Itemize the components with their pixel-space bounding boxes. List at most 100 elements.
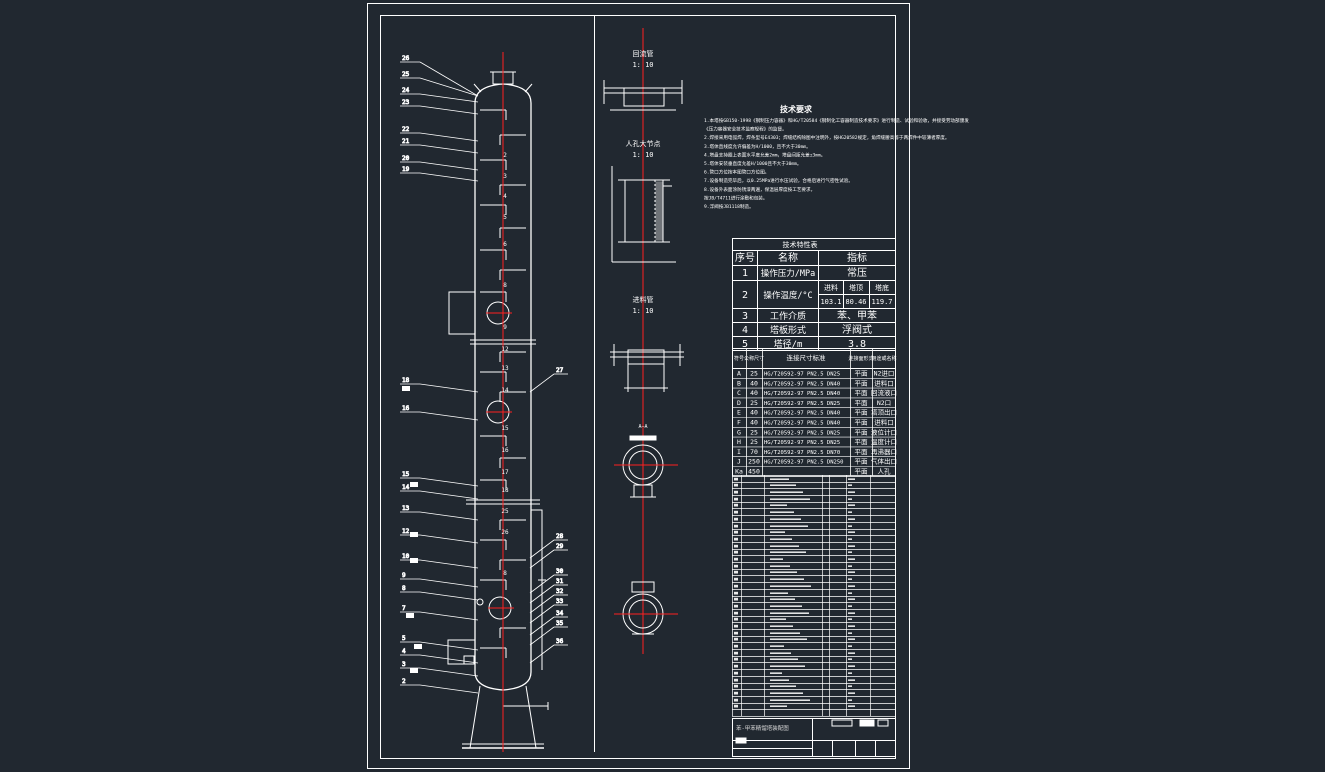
spec-row2-sub2: 塔顶 <box>849 283 863 292</box>
nozzle-cell: 进料口 <box>874 418 894 427</box>
callout-tag <box>406 613 414 618</box>
leader-line <box>419 667 479 677</box>
spec-row3-value: 苯、甲苯 <box>837 309 877 322</box>
leader-line <box>419 93 479 103</box>
parts-entry-mark <box>734 497 738 501</box>
parts-entry-mark <box>734 684 738 688</box>
spec-row4-value: 浮阀式 <box>842 323 872 336</box>
leader-number-left: 23 <box>402 99 410 106</box>
leader-line <box>419 172 479 182</box>
nozzle-cell: Ka <box>735 468 743 476</box>
nozzle-cell: E <box>737 409 741 417</box>
spec-row3-no: 3 <box>742 311 748 322</box>
leader-line <box>529 616 555 636</box>
spec-header-name: 名称 <box>778 251 798 264</box>
spec-row2-name: 操作温度/°C <box>763 290 812 301</box>
nozzle-cell: N2进口 <box>874 370 895 378</box>
spec-row2-val3: 119.7 <box>871 298 892 306</box>
leader-line <box>529 584 555 604</box>
parts-entry-mark <box>734 524 738 528</box>
title-block-caption: 苯-甲苯精馏塔装配图 <box>736 724 789 732</box>
tech-requirements-text: 1.本塔按GB150-1998《钢制压力容器》和HG/T20584《钢制化工容器… <box>704 117 969 210</box>
parts-entry-mark <box>734 678 738 682</box>
leader-line <box>419 654 479 664</box>
callout-tag <box>410 668 418 673</box>
feed-detail-title: 进料管 <box>633 295 654 304</box>
parts-list-table <box>732 475 896 717</box>
spec-header-value: 指标 <box>847 251 867 264</box>
nozzle-cell: J <box>737 458 741 466</box>
leader-line <box>529 574 555 594</box>
leader-line <box>419 132 479 142</box>
tech-requirement-line: 6.管口方位按本图管口方位图。 <box>704 169 769 176</box>
nozzle-cell: HG/T20592-97 PN2.5 DN25 <box>764 440 840 446</box>
stage-label: 25 <box>501 508 509 515</box>
leader-line <box>529 626 555 646</box>
nozzle-cell: 25 <box>750 370 758 378</box>
nozzle-cell: HG/T20592-97 PN2.5 DN25 <box>764 401 840 407</box>
leader-line <box>419 144 479 154</box>
leader-number-left: 3 <box>402 661 406 668</box>
stage-label: 8 <box>503 570 507 577</box>
parts-entry-mark <box>734 483 738 487</box>
nozzle-cell: HG/T20592-97 PN2.5 DN25 <box>764 430 840 436</box>
leader-number-right: 35 <box>556 620 564 627</box>
stage-label: 13 <box>501 365 509 372</box>
tech-requirement-line: 4.塔盘支持圈上表面水平度允差2mm，塔盘间距允差±3mm。 <box>704 151 825 158</box>
stage-label: 3 <box>503 173 507 180</box>
spec-table-title: 技术特性表 <box>783 240 818 249</box>
title-block <box>732 718 896 757</box>
parts-entry-mark <box>734 544 738 548</box>
leader-number-left: 9 <box>402 572 406 579</box>
parts-entry-mark <box>734 591 738 595</box>
outer-border <box>367 3 910 769</box>
spec-header-no: 序号 <box>735 251 755 264</box>
nozzle-cell: 40 <box>750 409 758 417</box>
nozzle-cell: 70 <box>750 448 758 456</box>
leader-line <box>529 604 555 624</box>
leader-number-left: 10 <box>402 553 410 560</box>
spec-row5-value: 3.8 <box>848 339 866 350</box>
parts-entry-mark <box>734 671 738 675</box>
nozzle-cell: 液位计口 <box>871 427 897 436</box>
leader-line <box>419 383 479 393</box>
parts-entry-mark <box>734 550 738 554</box>
leader-number-right: 34 <box>556 610 564 617</box>
nozzle-cell: 平面 <box>855 370 869 378</box>
nozzle-cell: H <box>737 438 741 446</box>
leader-line <box>419 511 479 521</box>
callout-tag <box>414 644 422 649</box>
tech-requirement-line: 3.塔体直线度允许偏差为H/1000，且不大于30mm。 <box>704 143 811 150</box>
spec-row2-val2: 80.46 <box>845 298 866 306</box>
nozzle-cell: 平面 <box>855 399 869 407</box>
spec-row4-no: 4 <box>742 325 748 336</box>
tech-requirement-line: 1.本塔按GB150-1998《钢制压力容器》和HG/T20584《钢制化工容器… <box>704 117 969 124</box>
parts-entry-mark <box>734 503 738 507</box>
reflux-pipe-detail <box>603 80 683 111</box>
stage-label: 5 <box>503 214 507 221</box>
callout-tag <box>410 482 418 487</box>
parts-entry-mark <box>734 477 738 481</box>
nozzle-cell: 再沸器口 <box>871 447 897 456</box>
nozzle-cell: G <box>737 428 741 436</box>
nozzle-cell: 450 <box>748 468 760 476</box>
stage-label: 2 <box>503 152 507 159</box>
callout-tag <box>410 558 418 563</box>
parts-entry-mark <box>734 537 738 541</box>
nozzle-cell: 25 <box>750 438 758 446</box>
parts-entry-mark <box>734 597 738 601</box>
spec-row1-value: 常压 <box>847 266 867 279</box>
leader-number-left: 18 <box>402 377 410 384</box>
feed-pipe-detail <box>610 344 684 392</box>
parts-entry-mark <box>734 557 738 561</box>
nozzle-cell: 平面 <box>855 419 869 427</box>
manhole-detail-title: 人孔大节点 <box>626 139 661 148</box>
nozzle-cell: HG/T20592-97 PN2.5 DN40 <box>764 421 840 427</box>
tech-requirement-line: 9.浮阀按JB1118制造。 <box>704 203 754 210</box>
leader-number-left: 19 <box>402 166 410 173</box>
reflux-detail-scale: 1: 10 <box>632 61 653 69</box>
leader-line <box>419 641 479 651</box>
leader-line <box>419 578 479 588</box>
